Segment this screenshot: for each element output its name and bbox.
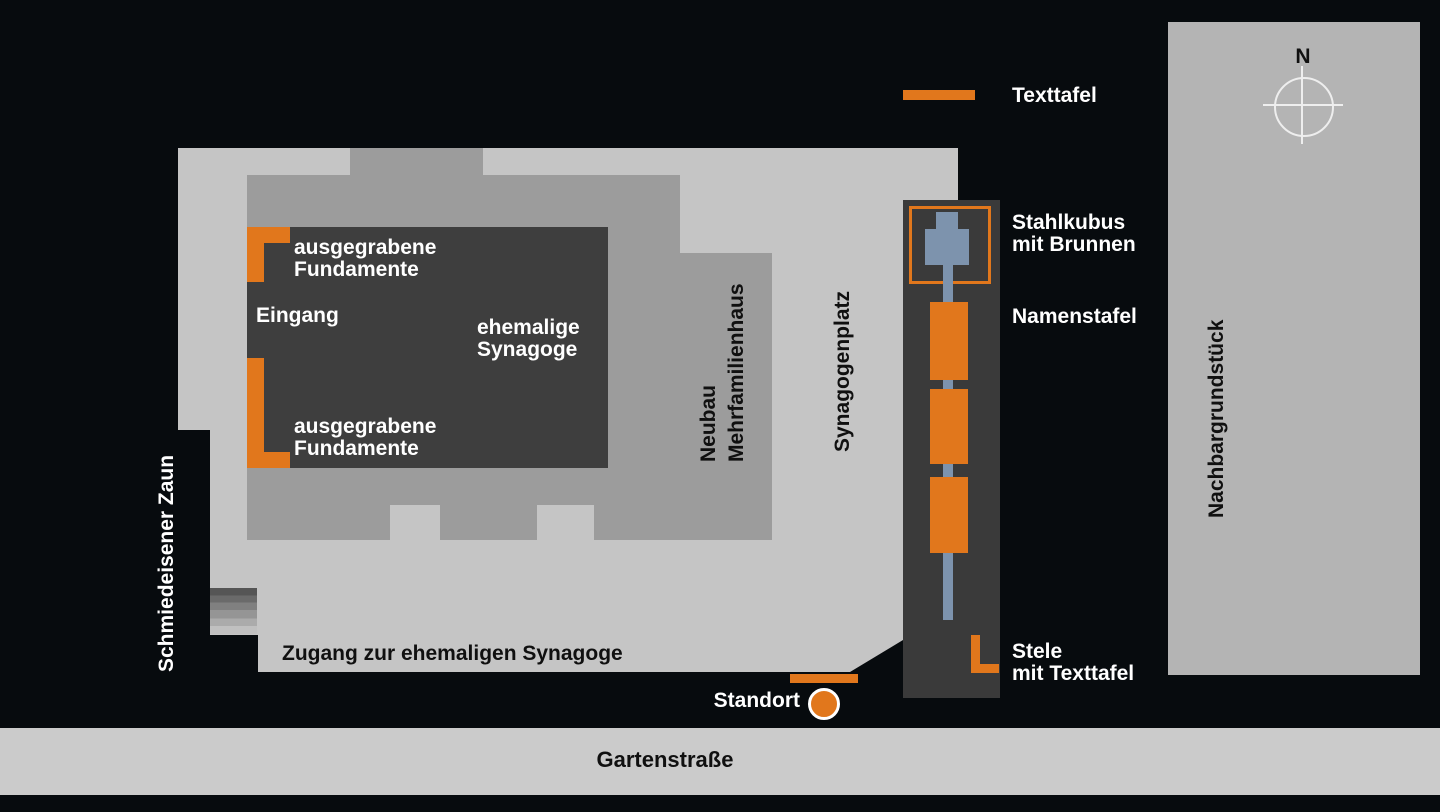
stairs-icon bbox=[210, 588, 257, 634]
legend-swatch bbox=[903, 90, 975, 100]
label-namenstafel: Namenstafel bbox=[1012, 305, 1137, 328]
label-stele: Stele mit Texttafel bbox=[1012, 640, 1135, 685]
new-building-pier bbox=[594, 504, 680, 540]
foundation-marker-bottom bbox=[247, 452, 290, 468]
neighbor-plot-label: Nachbargrundstück bbox=[1205, 319, 1228, 518]
name-plaque bbox=[930, 389, 968, 464]
label-fundamente-bottom: ausgegrabene Fundamente bbox=[294, 415, 437, 460]
compass-rose-icon bbox=[1274, 77, 1334, 137]
label-neubau: Neubau bbox=[697, 384, 720, 462]
new-building-pier bbox=[247, 504, 390, 540]
label-synagoge: ehemalige Synagoge bbox=[477, 316, 580, 361]
standort-marker bbox=[808, 688, 840, 720]
steel-cube-icon bbox=[936, 212, 958, 230]
label-eingang: Eingang bbox=[256, 304, 339, 327]
steel-cube-icon bbox=[925, 229, 969, 265]
compass-north-label: N bbox=[1295, 45, 1311, 68]
street bbox=[0, 728, 1440, 795]
label-stahlkubus: Stahlkubus mit Brunnen bbox=[1012, 211, 1136, 256]
street-label: Gartenstraße bbox=[596, 747, 734, 772]
new-building-tab bbox=[350, 148, 483, 176]
legend-label: Texttafel bbox=[1012, 84, 1097, 107]
label-fundamente-top: ausgegrabene Fundamente bbox=[294, 236, 437, 281]
label-zaun: Schmiedeisener Zaun bbox=[155, 454, 178, 672]
stele-marker bbox=[971, 664, 999, 673]
new-building-pier bbox=[440, 504, 537, 540]
foundation-marker-top bbox=[247, 227, 264, 282]
label-standort: Standort bbox=[713, 689, 800, 712]
name-plaque bbox=[930, 302, 968, 380]
stele-marker bbox=[971, 635, 980, 673]
name-plaque bbox=[930, 477, 968, 553]
standort-texttafel-bar bbox=[790, 674, 858, 683]
label-synagogenplatz: Synagogenplatz bbox=[831, 290, 854, 452]
label-zugang: Zugang zur ehemaligen Synagoge bbox=[282, 642, 623, 665]
new-building-wing bbox=[679, 253, 772, 540]
label-mehrfamilienhaus: Mehrfamilienhaus bbox=[725, 283, 748, 462]
foundation-marker-bottom bbox=[247, 358, 264, 468]
synagogue-footprint bbox=[247, 227, 608, 468]
